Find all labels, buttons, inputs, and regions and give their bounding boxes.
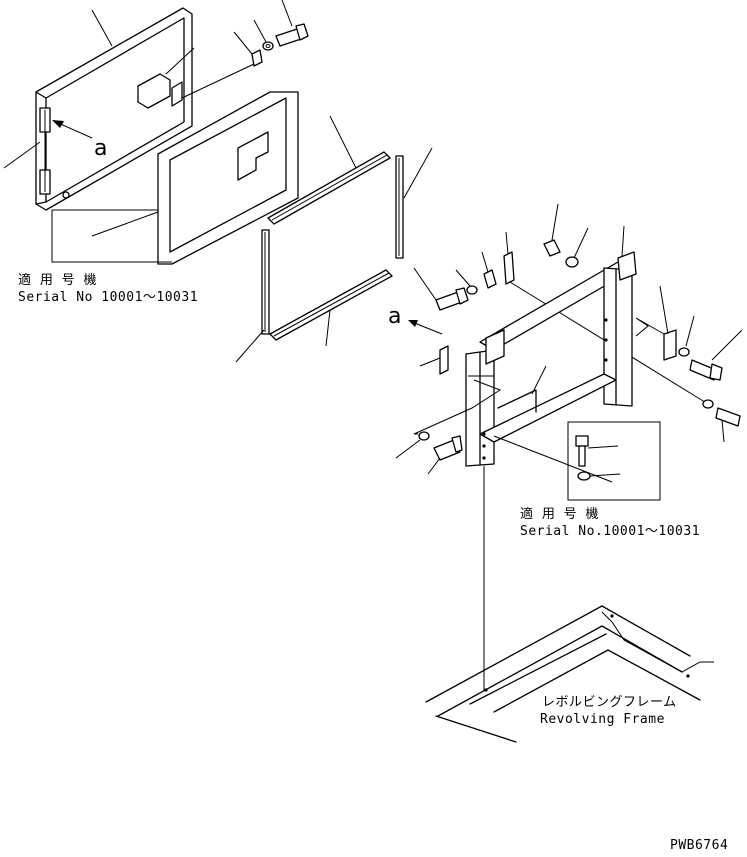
revolving-frame-en: Revolving Frame — [540, 712, 665, 727]
callout-a-top: a — [94, 136, 108, 161]
seal-strip-left — [261, 229, 270, 335]
view-arrow-a-mid — [408, 320, 443, 335]
mid-bolt — [413, 267, 469, 311]
right-bolt — [689, 329, 743, 381]
access-cover-panel — [35, 7, 193, 211]
top-washer — [253, 19, 274, 51]
serial-bracket-top — [51, 209, 172, 263]
right-washer — [678, 315, 695, 357]
frame-stay — [497, 389, 537, 413]
seal-strip-right — [395, 155, 404, 259]
lower-right-bolt — [715, 407, 741, 443]
leader-stay — [531, 365, 547, 395]
leader-latch — [165, 47, 195, 75]
applicability-top-serial: Serial No 10001～10031 — [18, 290, 199, 305]
applicability-top-jp: 適 用 号 機 — [18, 273, 97, 288]
mid-clip — [481, 251, 497, 289]
leader-seal-bottom — [325, 309, 331, 347]
lower-left-bolt — [427, 435, 463, 475]
view-arrow-a-top — [52, 120, 93, 139]
latch-pin — [181, 31, 263, 99]
upper-right-washer — [565, 227, 589, 268]
cover-hinge-left — [39, 107, 51, 195]
lower-left-washer — [395, 431, 430, 459]
seal-strip-top — [267, 151, 391, 225]
frame-small-plate — [419, 345, 449, 375]
leader-to-detail — [493, 435, 613, 483]
drawing-number: PWB6764 — [670, 838, 729, 853]
leader-seal-top — [329, 115, 357, 169]
leader-hinge — [3, 141, 41, 169]
revolving-frame-outline — [425, 605, 714, 743]
leader-seal-left — [235, 329, 265, 363]
lower-right-washer — [702, 399, 714, 409]
mid-pin — [503, 231, 709, 405]
callout-a-mid: a — [388, 304, 402, 329]
serial-bracket-mid — [413, 375, 502, 435]
mid-washer — [455, 269, 478, 295]
upper-right-bolt — [543, 203, 561, 257]
seal-strip-bottom — [269, 269, 393, 341]
leader-cover-panel — [91, 9, 113, 47]
mounting-frame — [465, 251, 637, 467]
leader-frame — [621, 225, 625, 257]
cover-latch — [137, 73, 183, 109]
leader-pad — [91, 211, 159, 237]
revolving-frame-jp: レボルビングフレーム — [542, 695, 677, 710]
leader-seal-right — [403, 147, 433, 199]
right-cover-plate — [635, 285, 677, 361]
applicability-mid-serial: Serial No.10001～10031 — [520, 524, 701, 539]
insulation-pad — [157, 91, 299, 265]
top-bolt — [275, 0, 309, 47]
serial-detail-box — [567, 421, 661, 501]
applicability-mid-jp: 適 用 号 機 — [520, 507, 599, 522]
frame-holes — [482, 318, 608, 460]
cover-rivet — [62, 191, 70, 199]
